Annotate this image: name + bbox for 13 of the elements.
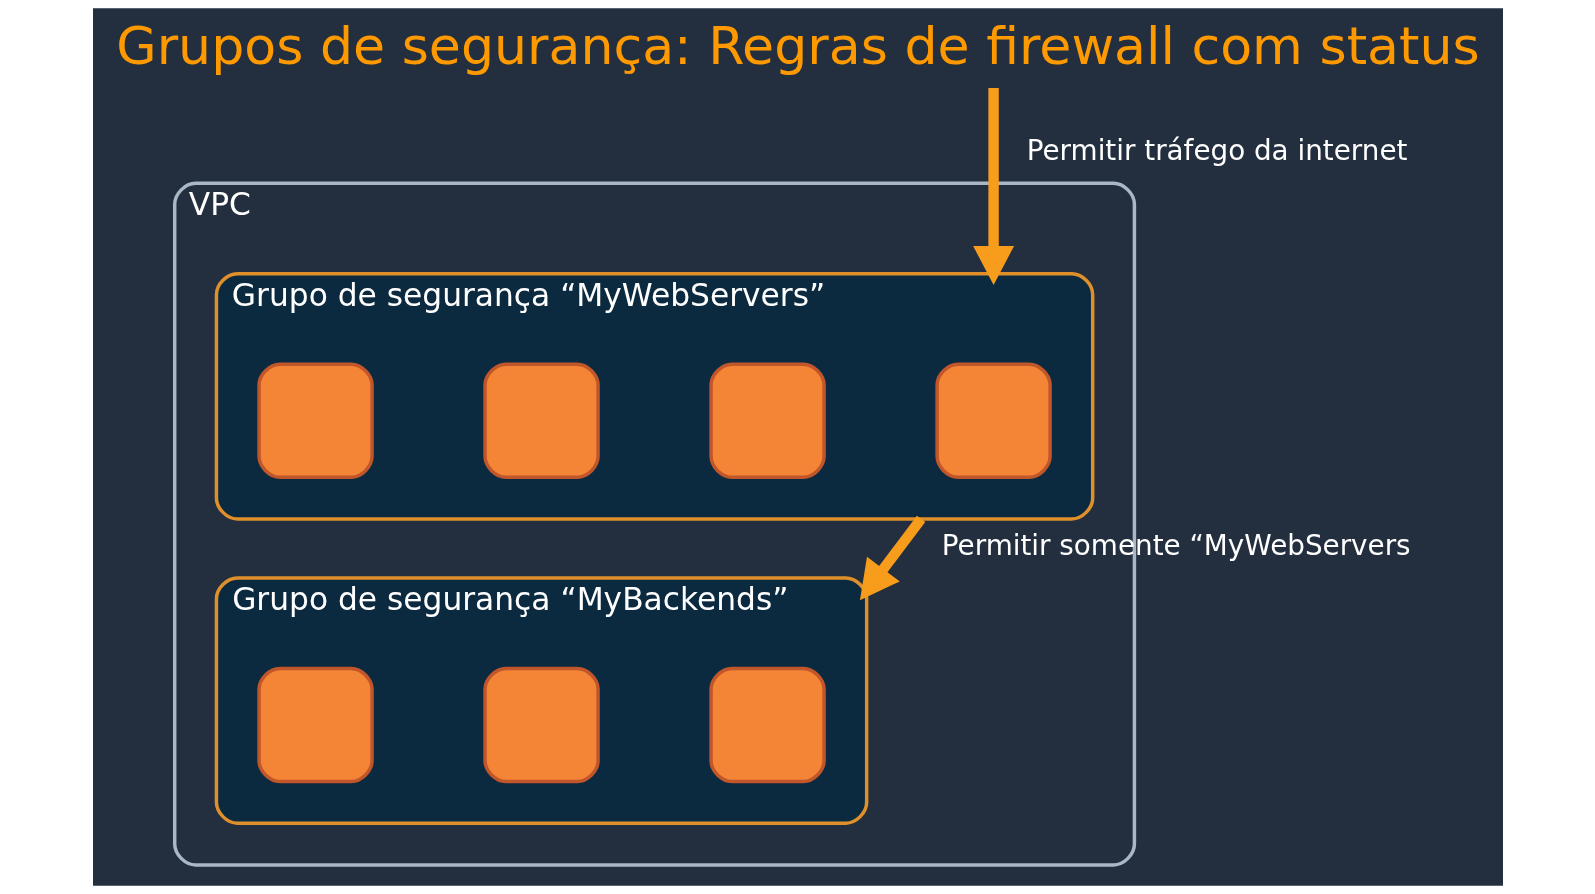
cluster: Grupo de segurança “MyBackends” <box>214 576 868 825</box>
cluster: Grupo de segurança “MyWebServers” <box>214 272 1094 521</box>
arrow <box>859 515 925 601</box>
node-box <box>256 666 374 784</box>
node-box <box>934 362 1052 479</box>
diagram-title: Grupos de segurança: Regras de firewall com status <box>115 15 1480 76</box>
edge-label: Permitir tráfego da internet <box>1026 134 1407 168</box>
node-box <box>708 362 826 479</box>
node-box <box>708 666 826 784</box>
node-box <box>482 362 600 479</box>
node-box <box>256 362 374 479</box>
arrow <box>972 88 1014 285</box>
node-box <box>482 666 600 784</box>
